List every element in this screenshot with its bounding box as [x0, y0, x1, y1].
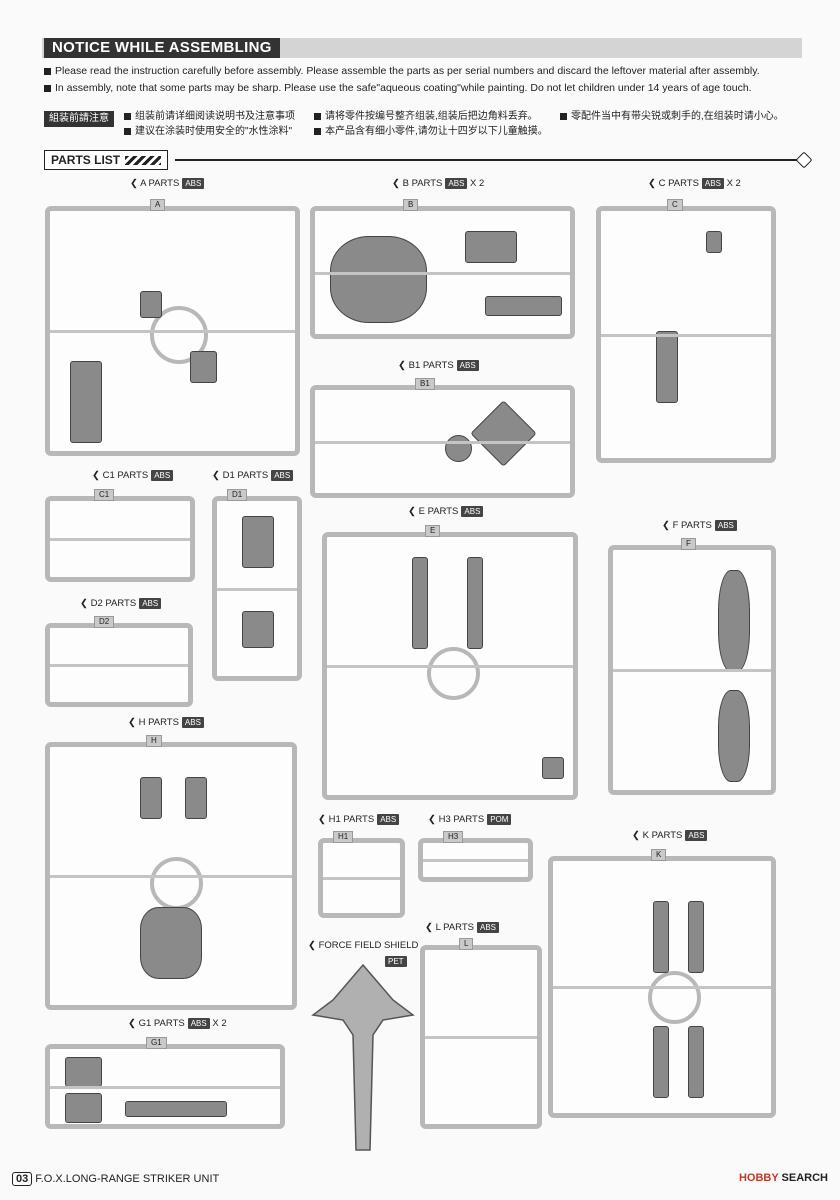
- product-name: F.O.X.LONG-RANGE STRIKER UNIT: [35, 1173, 220, 1185]
- page-number: 03: [12, 1172, 33, 1186]
- notice-line-2: In assembly, note that some parts may be…: [44, 82, 752, 94]
- sprue-a-tab: A: [150, 199, 166, 211]
- cn-line-1a: 组装前请详细阅读说明书及注意事项: [124, 107, 295, 122]
- bullet-icon: [44, 84, 51, 92]
- hexagon-icon: [795, 151, 813, 169]
- cn-line-1b: 请将零件按编号整齐组装,组装后把边角料丢弃。: [314, 107, 538, 122]
- sprue-l: L: [420, 938, 542, 1129]
- sprue-c1: C1: [45, 489, 195, 582]
- sprue-h: H: [45, 735, 297, 1010]
- sprue-h3: H3: [418, 831, 533, 882]
- bullet-icon: [44, 67, 51, 75]
- sprue-f: F: [608, 538, 776, 795]
- notice-title: NOTICE WHILE ASSEMBLING: [44, 38, 280, 58]
- cn-line-2b: 本产品含有细小零件,请勿让十四岁以下儿童触摸。: [314, 122, 548, 137]
- sprue-c: C: [596, 199, 776, 463]
- sprue-h1: H1: [318, 831, 405, 918]
- shield-title: ❮ FORCE FIELD SHIELD: [308, 940, 419, 951]
- notice-line-1: Please read the instruction carefully be…: [44, 65, 760, 77]
- shield-material: PET: [382, 956, 407, 967]
- stripes-decoration: [125, 156, 162, 166]
- sprue-b: B: [310, 199, 575, 339]
- sprue-e: E: [322, 525, 578, 800]
- cn-notice-tag: 組装前請注意: [44, 111, 114, 127]
- parts-list-rule: [175, 159, 801, 161]
- sprue-d1: D1: [212, 489, 302, 681]
- sprue-d2: D2: [45, 616, 193, 707]
- sprue-a: A: [45, 199, 300, 456]
- sprue-g1: G1: [45, 1037, 285, 1129]
- sprue-k: K: [548, 849, 776, 1118]
- parts-list-label: PARTS LIST: [44, 150, 169, 170]
- cn-line-2a: 建议在涂装时使用安全的"水性涂料": [124, 122, 292, 137]
- cn-line-1c: 零配件当中有带尖锐或刺手的,在组装时请小心。: [560, 107, 784, 122]
- brand-logo: HOBBY SEARCH: [738, 1172, 828, 1184]
- force-field-shield-shape: [311, 963, 415, 1151]
- sprue-b1: B1: [310, 378, 575, 498]
